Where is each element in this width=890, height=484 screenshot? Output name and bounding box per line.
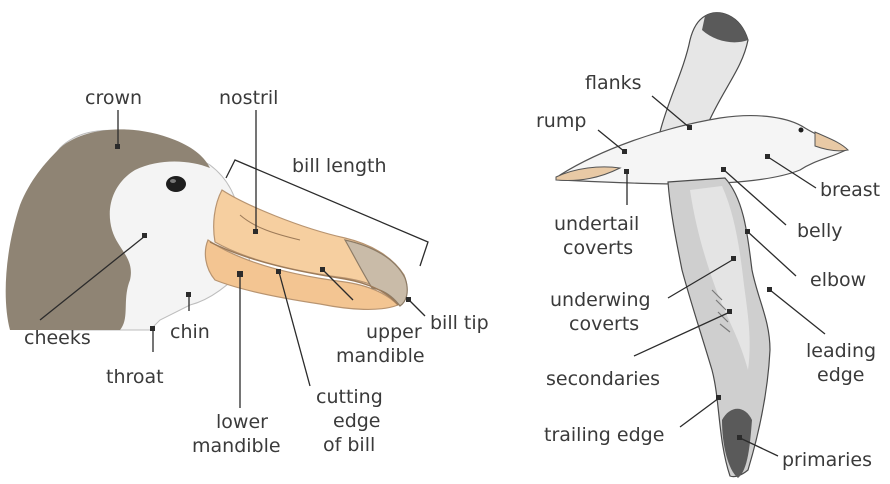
label-lower-mandible-line1: lower [216,411,268,433]
label-chin: chin [170,321,210,343]
label-underwing-coverts-line2: coverts [569,313,639,335]
label-cutting-edge-line1: cutting [316,386,383,408]
label-undertail-coverts-line1: undertail [554,213,639,235]
label-rump: rump [536,110,586,132]
label-upper-mandible-line2: mandible [336,345,425,367]
label-cutting-edge-line2: edge [333,410,381,432]
label-belly: belly [797,220,843,242]
label-cheeks: cheeks [24,327,91,349]
label-trailing-edge: trailing edge [544,424,664,446]
label-primaries: primaries [782,449,872,471]
eye [166,176,186,192]
label-bill-tip: bill tip [430,312,489,334]
label-underwing-coverts-line1: underwing [550,289,651,311]
label-nostril: nostril [219,87,278,109]
label-throat: throat [106,366,164,388]
label-bill-length: bill length [292,155,387,177]
label-leading-edge-line1: leading [806,340,876,362]
label-lower-mandible-line2: mandible [192,435,281,457]
label-elbow: elbow [810,269,866,291]
label-upper-mandible-line1: upper [366,321,422,343]
label-cutting-edge-line3: of bill [323,434,375,456]
label-undertail-coverts-line2: coverts [563,237,633,259]
label-secondaries: secondaries [546,368,660,390]
label-leading-edge-line2: edge [817,364,865,386]
label-breast: breast [820,179,880,201]
label-crown: crown [85,87,142,109]
label-flanks: flanks [585,72,642,94]
